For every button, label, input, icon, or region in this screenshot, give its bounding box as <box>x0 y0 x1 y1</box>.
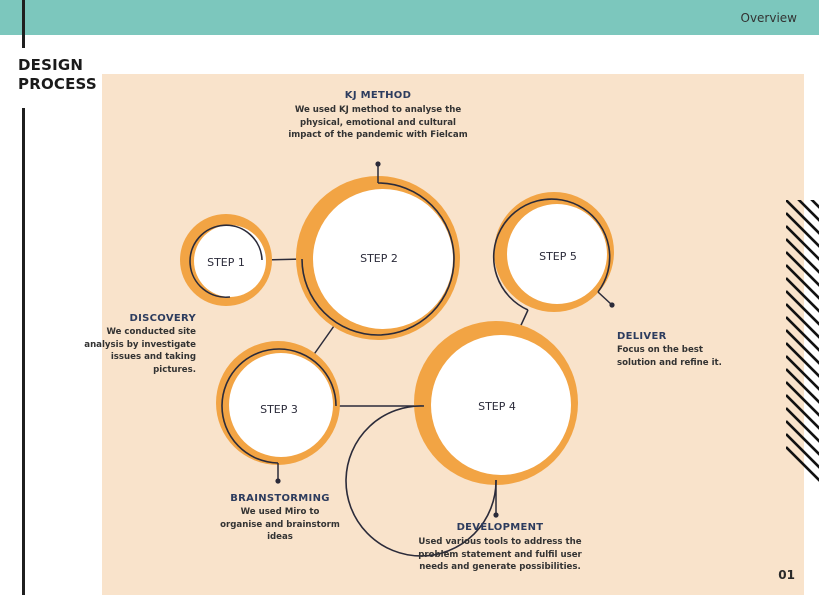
development-line: needs and generate possibilities. <box>419 562 581 572</box>
discovery-line: analysis by investigate <box>84 339 196 350</box>
brainstorming-block: BRAINSTORMING We used Miro to organise a… <box>200 493 360 544</box>
step-3-node <box>216 341 340 484</box>
kj-method-line: We used KJ method to analyse the <box>294 105 462 115</box>
header-bar <box>0 0 819 35</box>
deliver-title: DELIVER <box>617 331 667 342</box>
kj-method-line: impact of the pandemic with Fielcam <box>288 130 468 140</box>
left-divider-line <box>22 108 25 595</box>
brainstorming-line: organise and brainstorm <box>220 519 340 530</box>
step-5-label: STEP 5 <box>539 250 577 263</box>
page-number: 01 <box>778 568 795 582</box>
header-divider-line <box>22 0 25 48</box>
discovery-block: DISCOVERY We conducted site analysis by … <box>66 313 196 376</box>
brainstorming-line: We used Miro to <box>240 507 320 517</box>
discovery-line: We conducted site <box>106 327 196 337</box>
step-1-label: STEP 1 <box>207 256 245 269</box>
deliver-block: DELIVER Focus on the best solution and r… <box>617 331 757 369</box>
step-5-node <box>492 192 615 312</box>
discovery-line: issues and taking <box>110 352 196 362</box>
development-title: DEVELOPMENT <box>456 522 544 533</box>
brainstorming-title: BRAINSTORMING <box>230 493 330 504</box>
development-line: problem statement and fulfil user <box>418 549 582 560</box>
kj-method-line: physical, emotional and cultural <box>300 117 456 128</box>
discovery-title: DISCOVERY <box>129 313 196 324</box>
section-title-line2: PROCESS <box>18 75 97 93</box>
section-title-line1: DESIGN <box>18 56 84 74</box>
deliver-line: Focus on the best <box>617 345 704 355</box>
development-line: Used various tools to address the <box>418 537 582 547</box>
development-block: DEVELOPMENT Used various tools to addres… <box>400 522 600 574</box>
discovery-line: pictures. <box>153 364 196 375</box>
kj-method-title: KJ METHOD <box>344 90 412 101</box>
step-2-label: STEP 2 <box>360 252 398 265</box>
step-2-node <box>296 161 460 340</box>
step-3-label: STEP 3 <box>260 403 298 416</box>
section-title: DESIGN PROCESS <box>18 56 97 94</box>
kj-method-block: KJ METHOD We used KJ method to analyse t… <box>258 90 498 142</box>
deliver-line: solution and refine it. <box>617 357 722 368</box>
step-4-node <box>345 321 578 557</box>
step-1-node <box>180 214 272 306</box>
diagonal-stripes-decoration <box>786 200 819 482</box>
brainstorming-line: ideas <box>267 532 293 542</box>
step-4-label: STEP 4 <box>478 400 516 413</box>
header-title: Overview <box>740 11 798 25</box>
